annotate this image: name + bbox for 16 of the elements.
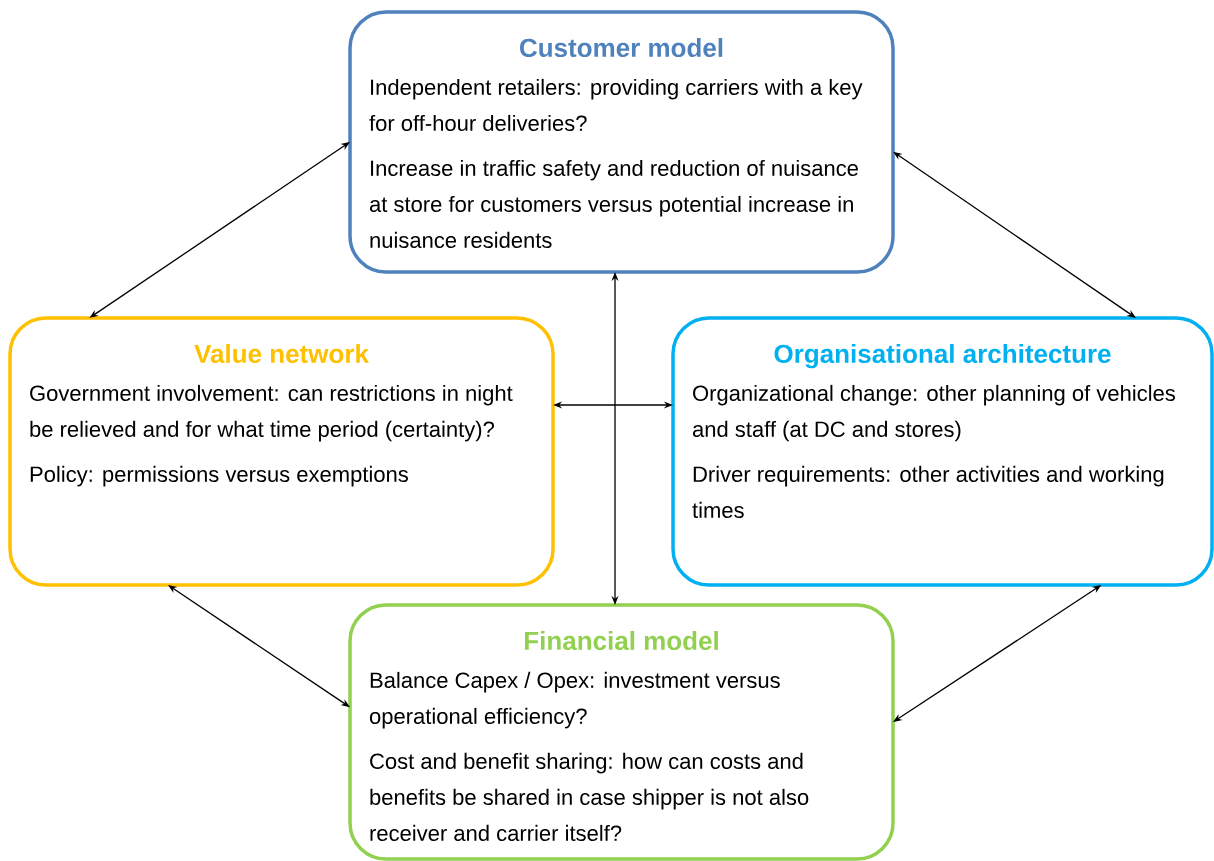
rounded-box xyxy=(348,603,895,861)
body-text: Driver requirements: other activities and working times xyxy=(692,465,1164,519)
box-title: Organisational architecture xyxy=(774,344,1111,369)
body-text: Policy: permissions versus exemptions xyxy=(30,465,408,487)
rounded-box xyxy=(8,316,555,587)
rounded-box xyxy=(671,316,1214,587)
body-text: Cost and benefit sharing: how can costs and benefits be shared in case shipper is not also receiver and carrier itself? xyxy=(370,752,809,842)
body-text: Independent retailers: providing carriers with a key for off-hour deliveries? xyxy=(369,78,863,132)
box-title: Customer model xyxy=(520,38,723,58)
body-text: Government involvement: can restrictions in night be relieved and for what time period (certainty)? xyxy=(30,384,513,442)
body-text: Organizational change: other planning of vehicles and staff (at DC and stores) xyxy=(692,384,1175,442)
body-text: Balance Capex / Opex: investment versus operational efficiency? xyxy=(369,671,780,729)
box-title: Value network xyxy=(194,344,369,364)
box-title: Financial model xyxy=(525,631,718,651)
rounded-box xyxy=(348,10,895,274)
body-text: Increase in traffic safety and reduction of nuisance at store for customers versus potential increase in nuisance residents xyxy=(369,159,858,249)
